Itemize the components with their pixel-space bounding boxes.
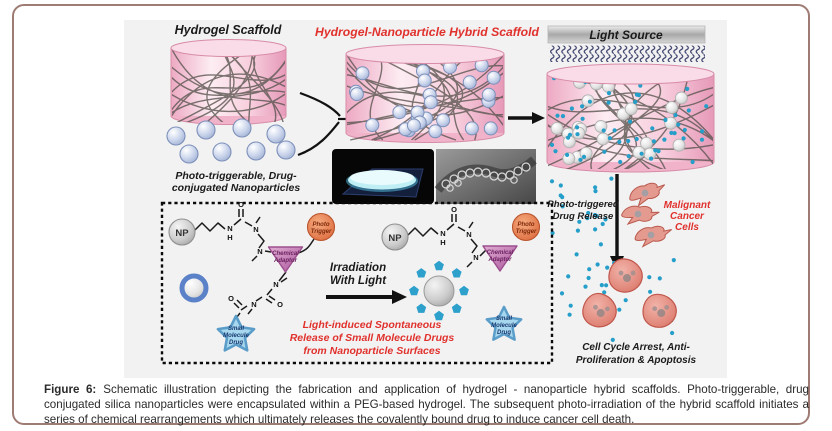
svg-text:H: H: [440, 238, 445, 247]
svg-text:H: H: [227, 233, 232, 242]
svg-text:Drug Release: Drug Release: [553, 211, 614, 222]
svg-text:NP: NP: [175, 228, 189, 239]
svg-text:Trigger: Trigger: [311, 229, 332, 235]
svg-text:N: N: [440, 229, 445, 238]
svg-text:Release of Small Molecule Drug: Release of Small Molecule Drugs: [290, 332, 455, 344]
svg-text:O: O: [277, 300, 283, 309]
light-waves: [549, 45, 705, 62]
dashed-reaction-box: [160, 201, 554, 365]
svg-text:O: O: [238, 200, 244, 209]
svg-text:Drug: Drug: [229, 340, 243, 346]
svg-text:Photo-triggered: Photo-triggered: [547, 199, 618, 210]
svg-text:NP: NP: [388, 233, 402, 244]
svg-text:O: O: [228, 294, 234, 303]
svg-text:With Light: With Light: [330, 275, 387, 287]
svg-text:Small: Small: [496, 316, 512, 322]
free-nanoparticles: [166, 118, 296, 164]
svg-text:Light-induced Spontaneous: Light-induced Spontaneous: [303, 319, 442, 331]
hydrogel-scaffold-graphic: [170, 39, 287, 125]
figure-card: Hydrogel Scaffold Photo-triggerable, Dru…: [12, 4, 810, 427]
right-arrow: [508, 112, 545, 124]
coated-nanoparticle: [179, 273, 209, 303]
svg-text:Molecule: Molecule: [223, 333, 249, 339]
np-conjugate-before: NP N H O N N N O N O Chemical Adaptor Ph…: [168, 200, 336, 352]
figure-caption-label: Figure 6:: [44, 383, 97, 396]
svg-text:Photo: Photo: [313, 222, 330, 228]
svg-text:Chemical: Chemical: [487, 250, 514, 256]
outcome-label: Cell Cycle Arrest, Anti- Proliferation &…: [576, 342, 697, 366]
svg-text:Small: Small: [228, 326, 244, 332]
malignant-cells-label: Malignant Cancer Cells: [664, 200, 711, 233]
svg-text:conjugated Nanoparticles: conjugated Nanoparticles: [172, 182, 301, 194]
svg-text:N: N: [257, 247, 262, 256]
figure-caption: Figure 6:Schematic illustration depictin…: [44, 382, 809, 427]
svg-text:N: N: [273, 280, 278, 289]
light-source-label: Light Source: [589, 28, 663, 42]
irradiation-label: Irradiation With Light: [326, 262, 407, 304]
svg-text:N: N: [253, 225, 258, 234]
svg-text:O: O: [451, 205, 457, 214]
light-source-bar: [547, 25, 706, 44]
svg-text:Adaptor: Adaptor: [273, 258, 298, 264]
svg-text:Cancer: Cancer: [670, 211, 705, 222]
down-arrow: [610, 174, 624, 271]
hydrogel-photo-inset: [332, 149, 434, 204]
hydrogel-scaffold-label: Hydrogel Scaffold: [175, 23, 282, 37]
photo-triggered-release-label: Photo-triggered Drug Release: [547, 199, 618, 222]
figure-svg: Hydrogel Scaffold Photo-triggerable, Dru…: [160, 23, 715, 366]
svg-text:Cells: Cells: [675, 222, 699, 233]
svg-text:Irradiation: Irradiation: [330, 262, 386, 274]
svg-text:N: N: [473, 253, 478, 262]
svg-text:Chemical: Chemical: [272, 251, 299, 257]
svg-text:Cell Cycle Arrest, Anti-: Cell Cycle Arrest, Anti-: [582, 342, 690, 353]
sem-photo-inset: [434, 149, 537, 204]
svg-text:N: N: [251, 300, 256, 309]
svg-text:Proliferation & Apoptosis: Proliferation & Apoptosis: [576, 355, 697, 366]
svg-text:Drug: Drug: [497, 330, 511, 336]
svg-text:N: N: [227, 224, 232, 233]
irradiated-scaffold-graphic: [546, 63, 715, 173]
svg-text:Photo: Photo: [518, 222, 535, 228]
nanoparticles-label: Photo-triggerable, Drug- conjugated Nano…: [172, 170, 301, 194]
hybrid-scaffold-graphic: [345, 44, 505, 143]
svg-text:Molecule: Molecule: [491, 323, 517, 329]
svg-text:from Nanoparticle Surfaces: from Nanoparticle Surfaces: [303, 345, 440, 357]
np-conjugate-after: NP N H O N N Chemical Adaptor Photo Trig…: [381, 205, 541, 341]
svg-text:Photo-triggerable, Drug-: Photo-triggerable, Drug-: [175, 170, 297, 182]
figure-illustration: Hydrogel Scaffold Photo-triggerable, Dru…: [124, 20, 727, 378]
hybrid-scaffold-title: Hydrogel-Nanoparticle Hybrid Scaffold: [315, 25, 539, 39]
apoptotic-cells-graphic: [580, 258, 679, 330]
svg-text:Malignant: Malignant: [664, 200, 711, 211]
release-highlight-text: Light-induced Spontaneous Release of Sma…: [290, 319, 455, 357]
released-nanoparticle: [423, 275, 455, 307]
svg-text:Trigger: Trigger: [516, 229, 537, 235]
malignant-cells-graphic: [620, 180, 674, 248]
figure-caption-text: Schematic illustration depicting the fab…: [44, 383, 809, 426]
svg-text:Adaptor: Adaptor: [488, 257, 513, 263]
svg-text:N: N: [466, 230, 471, 239]
